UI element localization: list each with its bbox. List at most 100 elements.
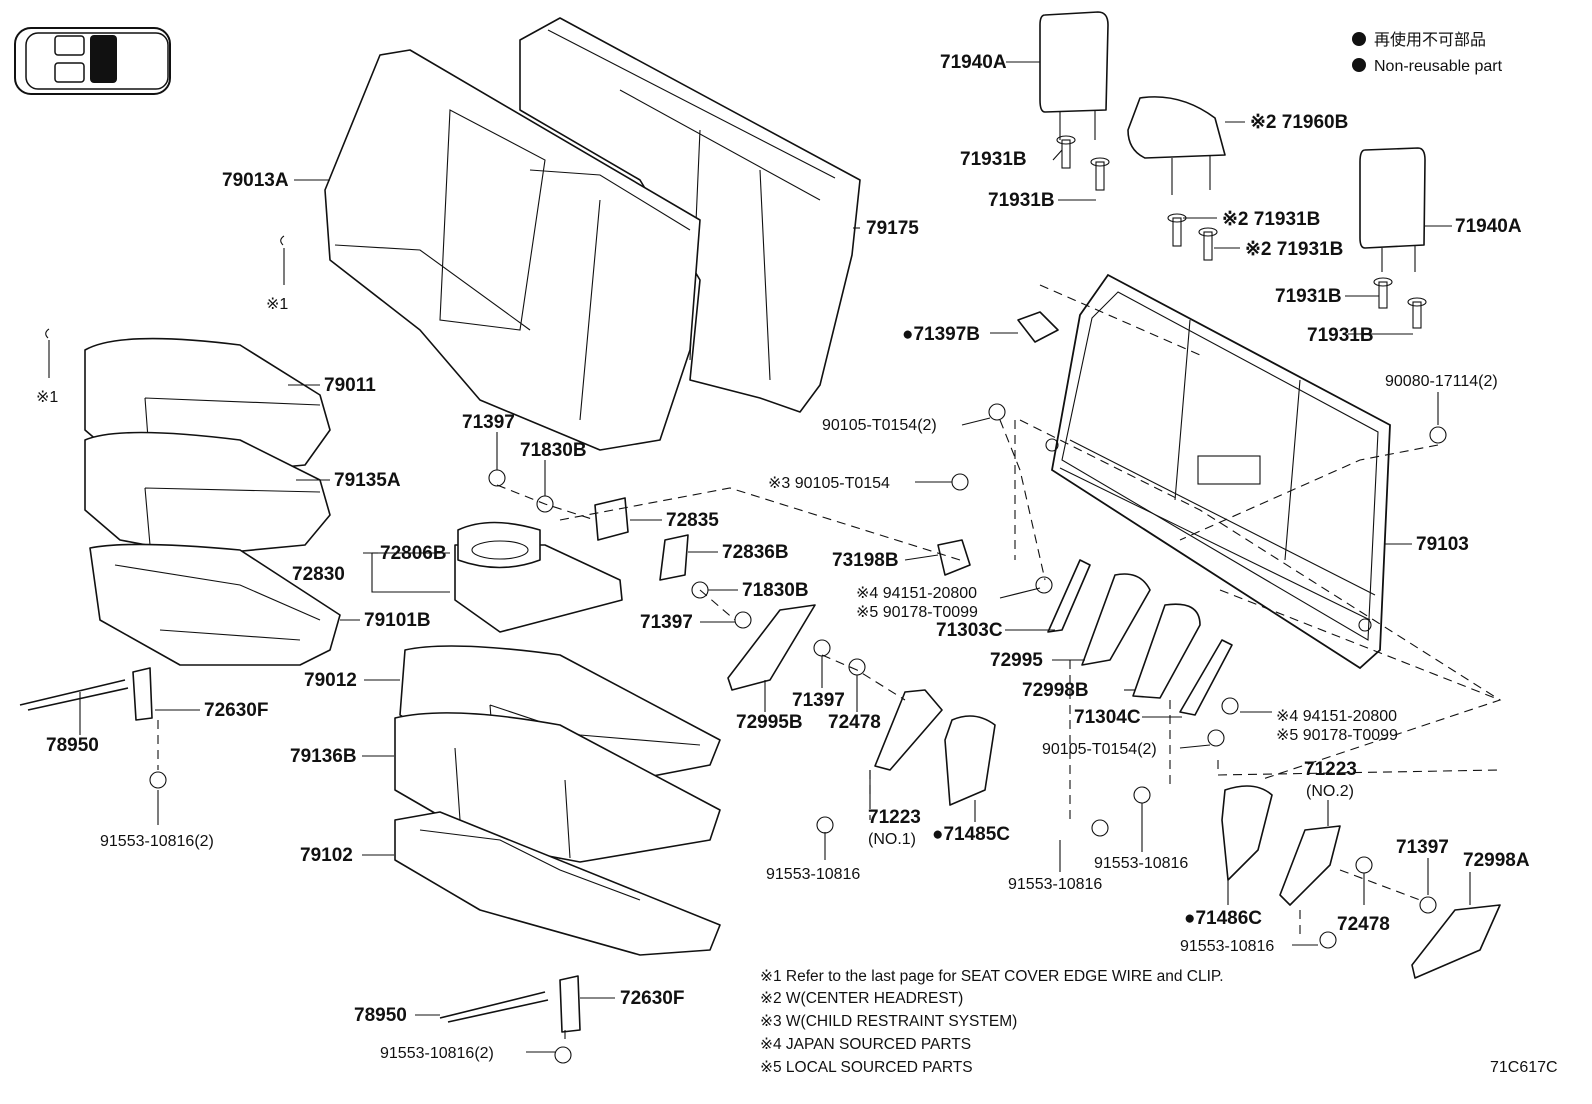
seat-cushion-frame-79101B <box>89 543 341 666</box>
seatback-frame-79103 <box>1045 273 1391 670</box>
callout: 78950 <box>354 1005 407 1026</box>
callout: 79011 <box>324 375 376 396</box>
nut-icon <box>1035 576 1053 594</box>
callout: 71223 <box>1304 759 1357 780</box>
hinge-bracket-71303C <box>1047 559 1091 633</box>
callout: 71830B <box>520 440 587 461</box>
callout: 79175 <box>866 218 919 239</box>
callout: 71397 <box>640 612 693 633</box>
hinge-71223-no2 <box>1279 825 1341 906</box>
seatback-cover-79013A <box>324 49 701 451</box>
callout: 71940A <box>1455 216 1522 237</box>
callout: ※3 90105-T0154 <box>768 475 890 492</box>
callout: 72998A <box>1463 850 1530 871</box>
callout: ※1 <box>266 296 288 313</box>
bolt-icon <box>554 1046 572 1064</box>
bolt-icon <box>1091 819 1109 837</box>
diagram-code: 71C617C <box>1490 1059 1558 1076</box>
callout: 72836B <box>722 542 789 563</box>
legend-jp-text: 再使用不可部品 <box>1374 31 1486 49</box>
seat-cushion-frame-79102 <box>394 811 721 956</box>
legend-en-text: Non-reusable part <box>1374 58 1503 75</box>
hinge-71223-no1 <box>874 689 943 771</box>
callout: ●71485C <box>932 824 1010 845</box>
bolt-icon <box>149 771 167 789</box>
footnote: ※2 W(CENTER HEADREST) <box>760 990 963 1007</box>
callout: 90105-T0154(2) <box>1042 741 1157 758</box>
callout: 72806B <box>380 543 447 564</box>
callout: 79135A <box>334 470 401 491</box>
callout: 72478 <box>1337 914 1390 935</box>
callout: 72998B <box>1022 680 1089 701</box>
callout: ※4 94151-20800 <box>1276 708 1397 725</box>
nut-icon <box>1429 426 1447 444</box>
clip-icon <box>280 235 285 285</box>
bolt-icon <box>1319 931 1337 949</box>
callout: ※2 71931B <box>1222 209 1320 230</box>
callout: 91553-10816 <box>766 866 860 883</box>
bolt-icon <box>813 639 831 657</box>
bolt-icon <box>1133 786 1151 804</box>
callout: 71830B <box>742 580 809 601</box>
hinge-bracket-71304C <box>1179 639 1233 716</box>
callout: 91553-10816 <box>1094 855 1188 872</box>
nut-icon <box>1355 856 1373 874</box>
callout: 71397 <box>792 690 845 711</box>
clip-icon <box>45 328 50 378</box>
callout: ●71397B <box>902 324 980 345</box>
callout: 79102 <box>300 845 353 866</box>
bolt-icon <box>1407 297 1427 329</box>
hinge-cover-72998B <box>1132 603 1201 699</box>
headrest-71960B <box>1127 96 1226 195</box>
callout: 71397 <box>1396 837 1449 858</box>
armrest-72830 <box>454 521 623 633</box>
footnote: ※3 W(CHILD RESTRAINT SYSTEM) <box>760 1013 1017 1030</box>
callout: 71931B <box>960 149 1027 170</box>
callout: (NO.2) <box>1306 783 1354 800</box>
headrest-71940A-right <box>1359 147 1426 272</box>
footnote: ※5 LOCAL SOURCED PARTS <box>760 1059 973 1076</box>
bolt-icon <box>1207 729 1225 747</box>
callout: 91553-10816(2) <box>100 833 214 850</box>
callout: ※4 94151-20800 <box>856 585 977 602</box>
bolt-icon <box>951 473 969 491</box>
callout: 91553-10816(2) <box>380 1045 494 1062</box>
callout: ●71486C <box>1184 908 1262 929</box>
callout: 79013A <box>222 170 289 191</box>
callout: 78950 <box>46 735 99 756</box>
callout: 90105-T0154(2) <box>822 417 937 434</box>
callout: 72835 <box>666 510 719 531</box>
callout: (NO.1) <box>868 831 916 848</box>
callout: 71303C <box>936 620 1003 641</box>
bolt-icon <box>1373 277 1393 309</box>
footnote: ※1 Refer to the last page for SEAT COVER… <box>760 968 1224 985</box>
callout-labels: 71940A 71931B 71931B ※2 71960B ※2 71931B… <box>36 52 1530 1062</box>
bracket-71397B <box>1017 311 1059 343</box>
callout: 79103 <box>1416 534 1469 555</box>
callout: 72630F <box>204 700 268 721</box>
footnotes: ※1 Refer to the last page for SEAT COVER… <box>760 968 1224 1076</box>
bolt-icon <box>1090 157 1110 191</box>
footnote: ※4 JAPAN SOURCED PARTS <box>760 1036 971 1053</box>
callout: ※2 71960B <box>1250 112 1348 133</box>
bracket-72835 <box>594 497 629 541</box>
callout: ※1 <box>36 389 58 406</box>
callout: ※2 71931B <box>1245 239 1343 260</box>
callout: 79136B <box>290 746 357 767</box>
lock-striker-73198B <box>937 539 971 576</box>
bolt-icon <box>1419 896 1437 914</box>
callout: 72995 <box>990 650 1043 671</box>
headrest-71940A-top <box>1039 11 1109 140</box>
bolt-icon <box>734 611 752 629</box>
bolt-icon <box>1198 227 1218 261</box>
callout: 71397 <box>462 412 515 433</box>
callout: 73198B <box>832 550 899 571</box>
bolt-icon <box>1167 213 1187 247</box>
legend: 再使用不可部品 Non-reusable part <box>1352 31 1503 75</box>
wire-78950-upper <box>19 679 129 711</box>
bolt-icon <box>488 469 506 487</box>
callout: 91553-10816 <box>1180 938 1274 955</box>
bolt-icon <box>1056 135 1076 169</box>
